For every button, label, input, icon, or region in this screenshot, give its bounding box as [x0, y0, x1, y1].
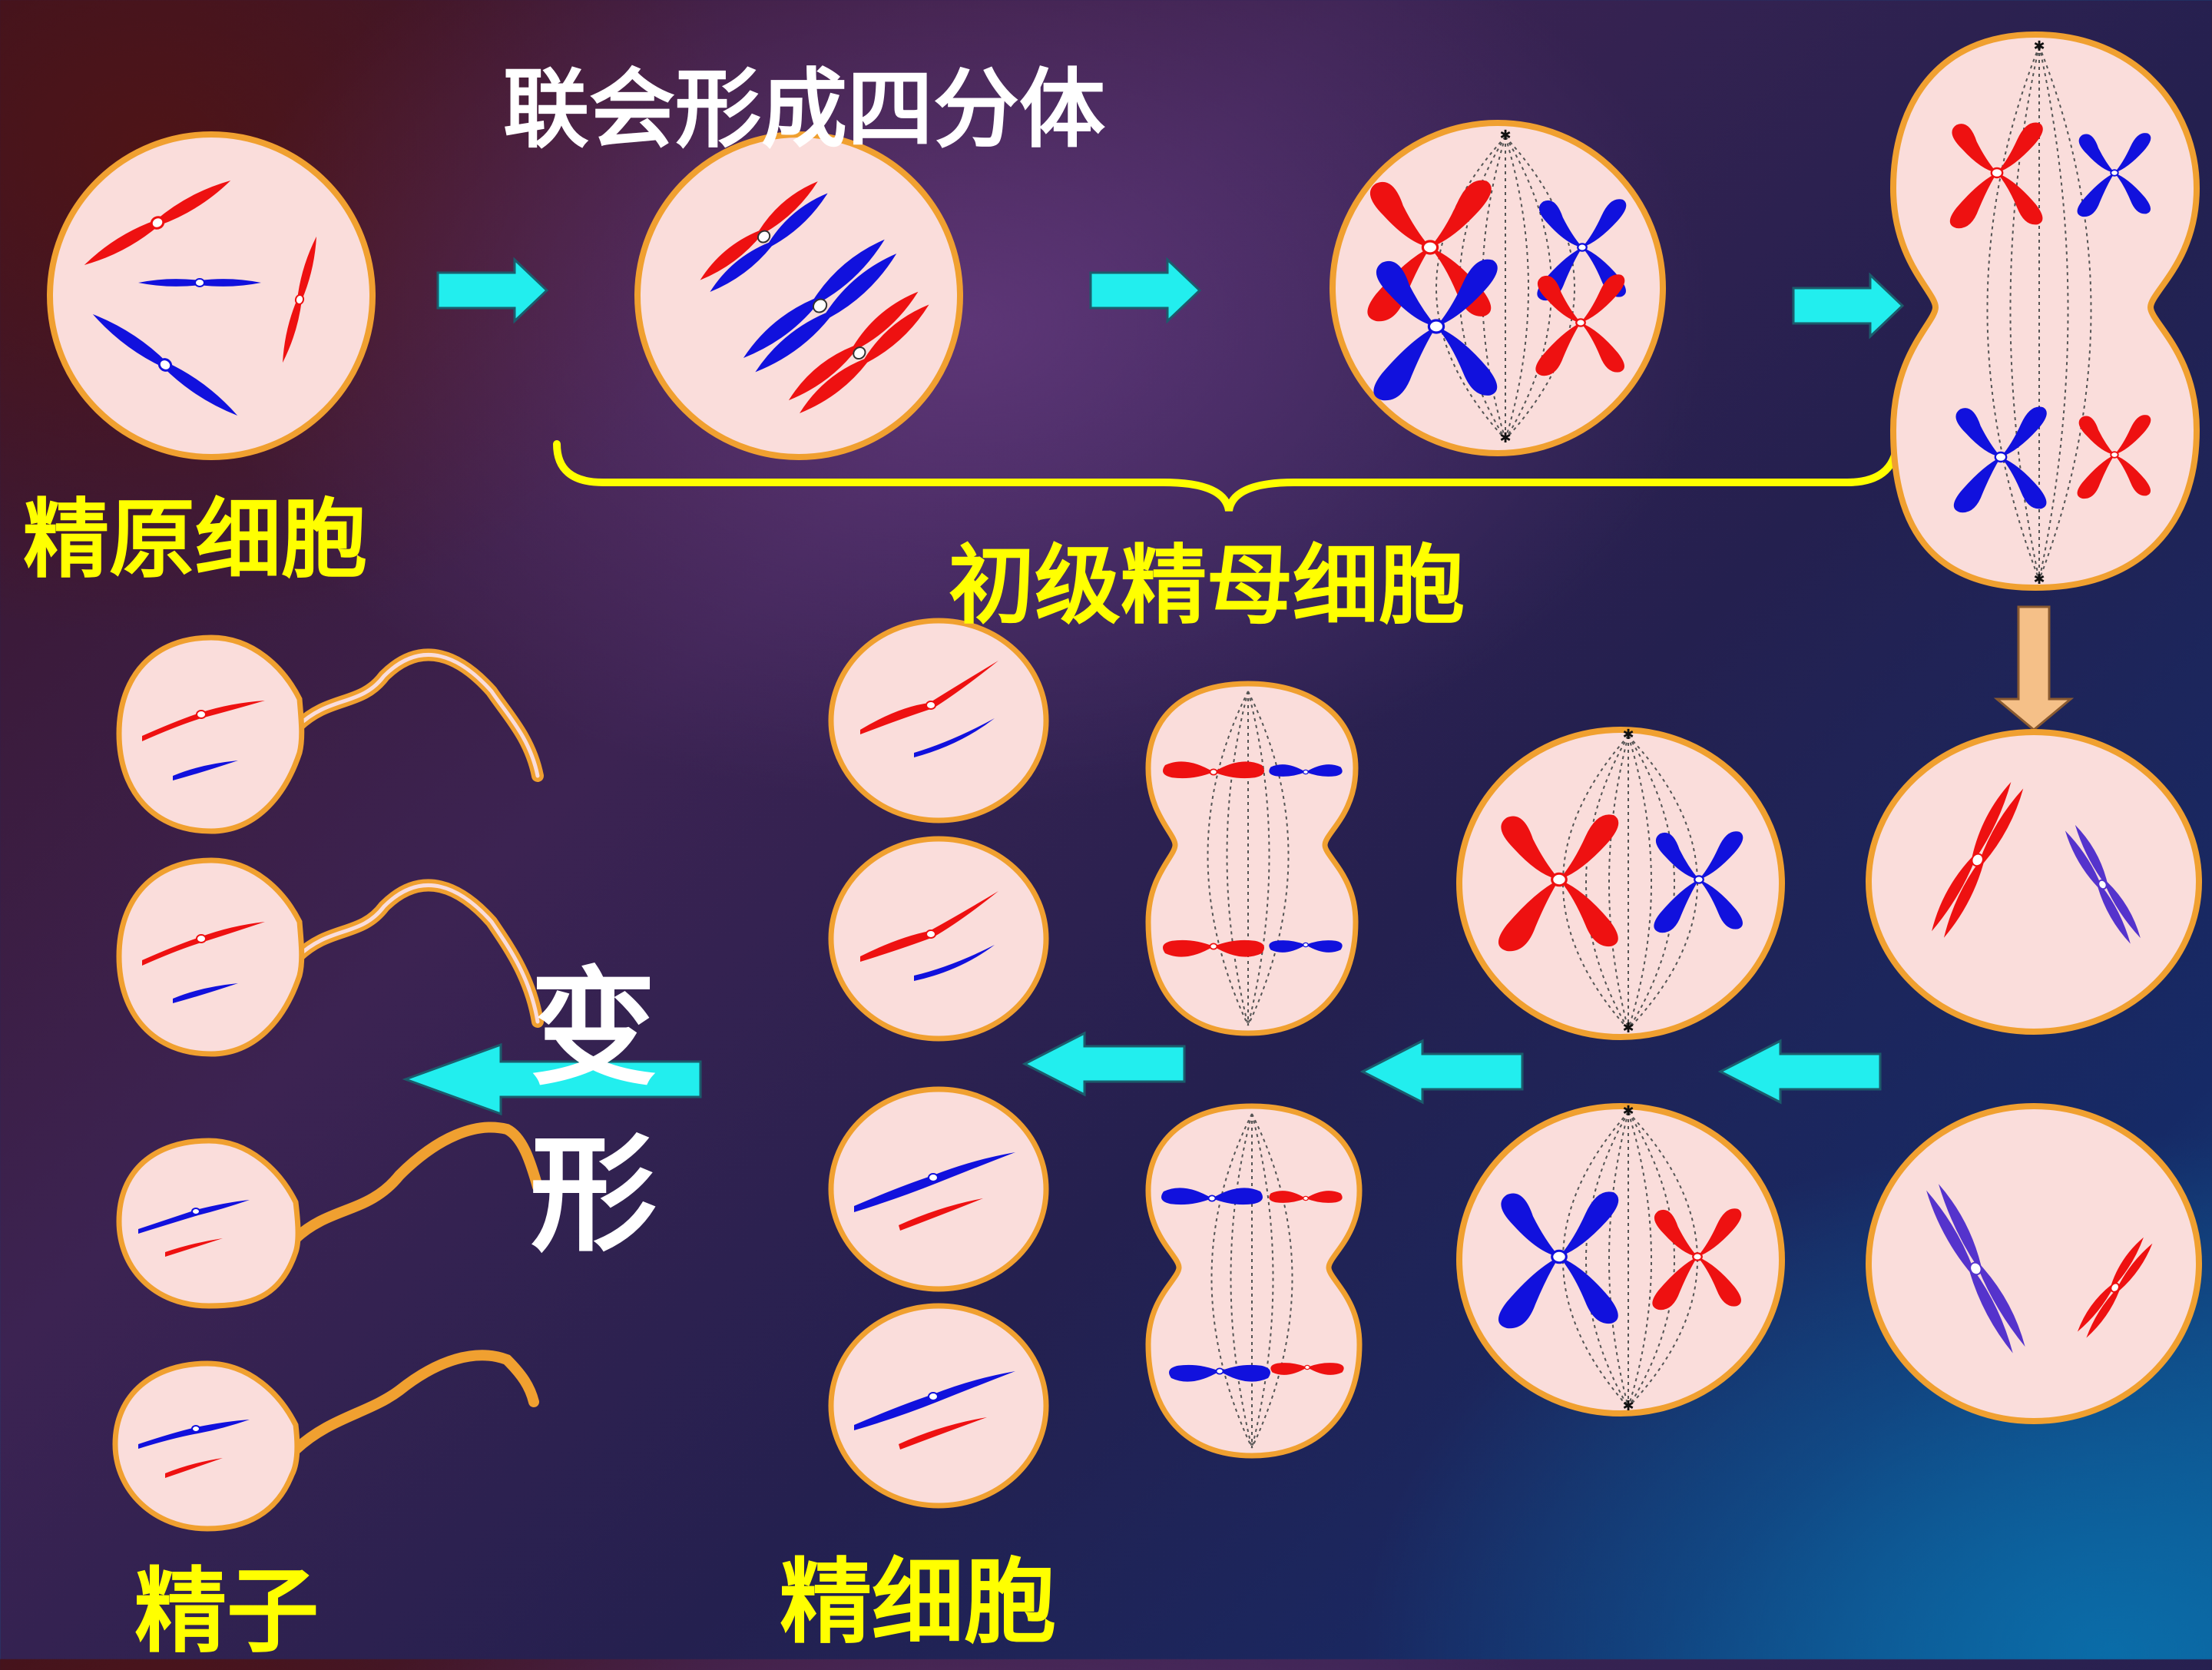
label-metamorphosis-2: 形 — [530, 1122, 657, 1269]
svg-text:✱: ✱ — [2033, 38, 2045, 55]
cell-metaphase-2-top: ✱ ✱ — [1456, 727, 1785, 1040]
arrow-left-4 — [1717, 1039, 1882, 1105]
cell-metaphase-1: ✱ ✱ — [1330, 120, 1666, 456]
chromosome — [92, 314, 238, 416]
cell-secondary-top — [1866, 729, 2202, 1035]
brace-primary-spermatocyte — [553, 440, 1901, 512]
arrow-down-peach — [1993, 605, 2075, 731]
arrow-1 — [436, 257, 549, 324]
bivalent — [1535, 274, 1625, 376]
cell-anaphase-1: ✱ ✱ — [1889, 31, 2200, 591]
tetrad — [700, 181, 828, 293]
arrow-2 — [1089, 257, 1202, 324]
spermatid-3 — [828, 1086, 1049, 1292]
cell-spermatogonium — [47, 131, 376, 460]
sperm-3 — [116, 1122, 543, 1309]
sperm-2 — [116, 857, 544, 1057]
label-spermatogonium: 精原细胞 — [23, 490, 367, 590]
tetrad — [788, 291, 929, 413]
label-metamorphosis-1: 变 — [530, 955, 657, 1102]
cell-synapsis — [634, 131, 963, 460]
arrow-left-6 — [1022, 1031, 1186, 1097]
svg-text:✱: ✱ — [1622, 1103, 1634, 1119]
cell-anaphase-2-bottom — [1145, 1103, 1363, 1459]
svg-text:✱: ✱ — [1499, 128, 1511, 144]
bivalent — [1367, 180, 1492, 322]
spermatid-4 — [828, 1303, 1049, 1509]
spermatid-1 — [828, 618, 1049, 823]
svg-text:✱: ✱ — [1499, 430, 1511, 446]
cell-metaphase-2-bottom: ✱ ✱ — [1456, 1103, 1785, 1417]
cell-secondary-bottom — [1866, 1103, 2202, 1424]
chromosome — [84, 181, 231, 265]
bivalent — [1537, 199, 1627, 301]
arrow-left-7 — [402, 1042, 702, 1116]
svg-text:✱: ✱ — [1622, 1398, 1634, 1414]
cell-anaphase-2-top — [1145, 681, 1359, 1036]
label-spermatid: 精细胞 — [780, 1549, 1056, 1656]
bivalent — [1373, 259, 1498, 401]
chromosome — [138, 278, 261, 287]
svg-text:✱: ✱ — [1622, 1020, 1634, 1036]
spermatid-2 — [828, 836, 1049, 1042]
chromosome — [283, 236, 316, 363]
svg-text:✱: ✱ — [1622, 727, 1634, 743]
sperm-1 — [116, 635, 544, 834]
tetrad — [743, 239, 897, 373]
sperm-4 — [112, 1350, 539, 1532]
arrow-left-5 — [1359, 1039, 1524, 1105]
label-sperm: 精子 — [134, 1559, 319, 1665]
svg-text:✱: ✱ — [2033, 572, 2045, 588]
arrow-3 — [1792, 272, 1905, 340]
label-synapsis: 联会形成四分体 — [503, 60, 1105, 160]
label-primary-spermatocyte: 初级精母细胞 — [949, 536, 1465, 636]
